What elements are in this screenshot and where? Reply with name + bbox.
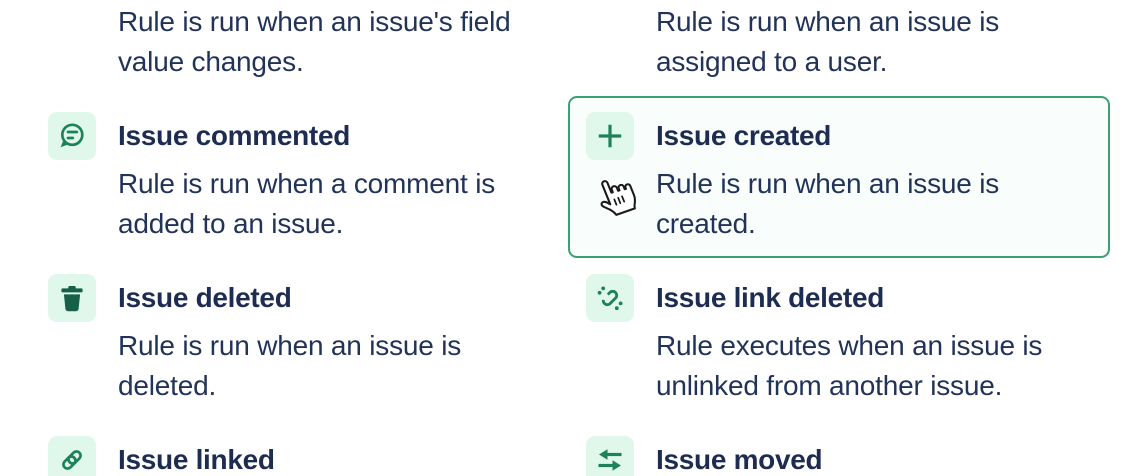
- trigger-card-issue-link-deleted[interactable]: Issue link deleted Rule executes when an…: [568, 258, 1110, 420]
- trigger-title: Issue moved: [656, 444, 823, 475]
- trigger-title: Issue created: [656, 120, 832, 151]
- trigger-description: Rule is run when an issue is created.: [656, 168, 1000, 239]
- trigger-card-issue-created[interactable]: Issue created Rule is run when an issue …: [568, 96, 1110, 258]
- trigger-description: Rule is run when a comment is added to a…: [118, 168, 496, 239]
- link-icon: [48, 436, 96, 476]
- trigger-card-issue-assigned[interactable]: Rule is run when an issue is assigned to…: [568, 0, 1110, 96]
- trigger-card-issue-linked[interactable]: Issue linked: [30, 420, 572, 476]
- broken-link-icon: [586, 274, 634, 322]
- comment-bubble-icon: [48, 112, 96, 160]
- trigger-column-right: Rule is run when an issue is assigned to…: [568, 0, 1110, 476]
- trigger-column-left: Rule is run when an issue's field value …: [30, 0, 572, 476]
- trigger-description: Rule is run when an issue is deleted.: [118, 330, 462, 401]
- trash-icon: [48, 274, 96, 322]
- trigger-card-field-value-changed[interactable]: Rule is run when an issue's field value …: [30, 0, 572, 96]
- trigger-card-issue-moved[interactable]: Issue moved: [568, 420, 1110, 476]
- trigger-title: Issue commented: [118, 120, 351, 151]
- trigger-title: Issue link deleted: [656, 282, 885, 313]
- trigger-title: Issue linked: [118, 444, 275, 475]
- trigger-description: Rule is run when an issue's field value …: [118, 6, 511, 77]
- transfer-arrows-icon: [586, 436, 634, 476]
- trigger-title: Issue deleted: [118, 282, 292, 313]
- trigger-description: Rule executes when an issue is unlinked …: [656, 330, 1043, 401]
- trigger-card-issue-commented[interactable]: Issue commented Rule is run when a comme…: [30, 96, 572, 258]
- plus-icon: [586, 112, 634, 160]
- trigger-card-issue-deleted[interactable]: Issue deleted Rule is run when an issue …: [30, 258, 572, 420]
- trigger-description: Rule is run when an issue is assigned to…: [656, 6, 1000, 77]
